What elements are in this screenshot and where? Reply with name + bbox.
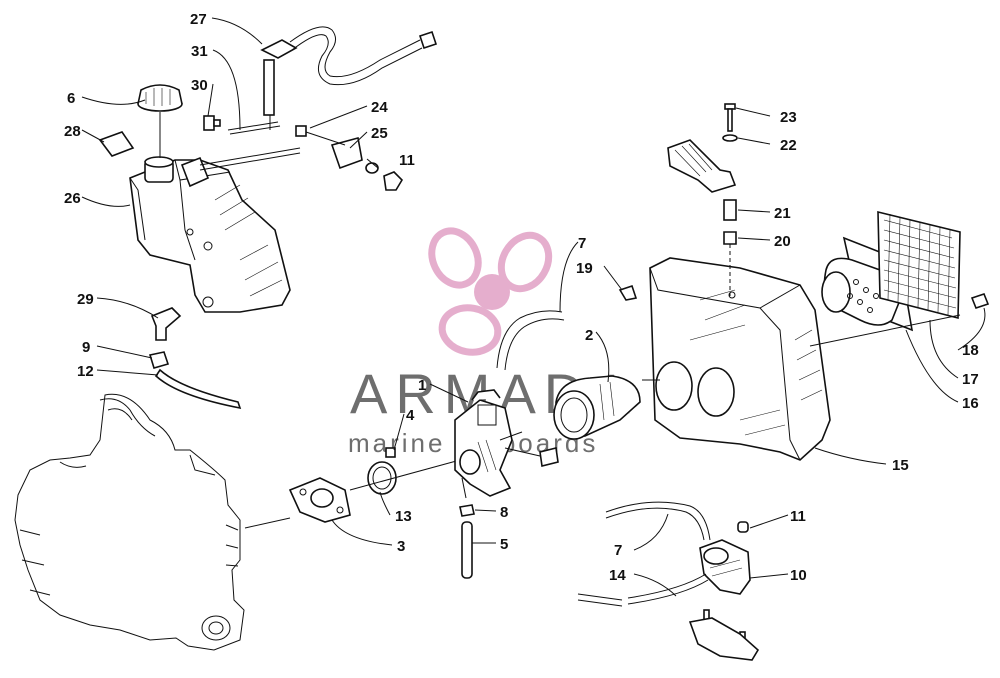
- air-silencer-box: [642, 257, 831, 461]
- fuel-pump-hoses: [577, 501, 711, 607]
- intake-centerline: [349, 459, 461, 491]
- callout-6: 6: [67, 90, 75, 107]
- callout-11-top: 11: [399, 152, 415, 169]
- callout-28: 28: [64, 123, 81, 140]
- callout-25: 25: [371, 125, 388, 142]
- callout-5: 5: [500, 536, 508, 553]
- callout-8: 8: [500, 504, 508, 521]
- filter-centerline: [809, 314, 961, 347]
- callout-1: 1: [418, 377, 426, 394]
- callout-22: 22: [780, 137, 797, 154]
- callout-19: 19: [576, 260, 593, 277]
- vent-hose: [496, 310, 565, 371]
- fuel-tank: [129, 156, 291, 313]
- callout-3: 3: [397, 538, 405, 555]
- screen-screw: [970, 293, 990, 309]
- idle-screw: [385, 447, 396, 458]
- vent-fitting: [203, 115, 221, 131]
- gasket: [98, 131, 135, 157]
- fuel-pump: [688, 521, 760, 661]
- callout-15: 15: [892, 457, 909, 474]
- intake-boot: [553, 375, 641, 440]
- filter-screen: [877, 210, 961, 320]
- fuel-tank-cap: [137, 84, 183, 158]
- box-screw: [618, 284, 638, 301]
- callout-16: 16: [962, 395, 979, 412]
- box-bolt-stack: [722, 103, 738, 296]
- callout-10: 10: [790, 567, 807, 584]
- electrical-connector: [667, 139, 737, 193]
- drain-tube: [459, 504, 475, 579]
- callout-11-bottom: 11: [790, 508, 806, 525]
- callout-9: 9: [82, 339, 90, 356]
- callout-7-bottom: 7: [614, 542, 622, 559]
- intake-flange: [288, 477, 351, 523]
- callout-20: 20: [774, 233, 791, 250]
- callout-23: 23: [780, 109, 797, 126]
- callout-29: 29: [77, 291, 94, 308]
- carburetor: [454, 389, 559, 499]
- callout-18: 18: [962, 342, 979, 359]
- callout-17: 17: [962, 371, 979, 388]
- leader-lines: [81, 17, 986, 597]
- hose-clamp: [367, 461, 397, 495]
- callout-labels: 27 31 30 6 28 26 24 25 11 29 9 12 7 19 2…: [64, 11, 979, 584]
- fuel-outlet-elbow: [148, 307, 242, 410]
- callout-2: 2: [585, 327, 593, 344]
- callout-27: 27: [190, 11, 207, 28]
- callout-12: 12: [77, 363, 94, 380]
- armada-logo-icon: [428, 227, 553, 356]
- callout-13: 13: [395, 508, 412, 525]
- tank-bracket: [295, 125, 404, 191]
- callout-14: 14: [609, 567, 626, 584]
- callout-26: 26: [64, 190, 81, 207]
- callout-21: 21: [774, 205, 791, 222]
- callout-31: 31: [191, 43, 208, 60]
- callout-4: 4: [406, 407, 415, 424]
- engine-block: [14, 393, 291, 651]
- callout-24: 24: [371, 99, 388, 116]
- callout-7-top: 7: [578, 235, 586, 252]
- fuel-sender-hose: [260, 26, 438, 116]
- fuel-pickup-tube: [199, 112, 301, 171]
- callout-30: 30: [191, 77, 208, 94]
